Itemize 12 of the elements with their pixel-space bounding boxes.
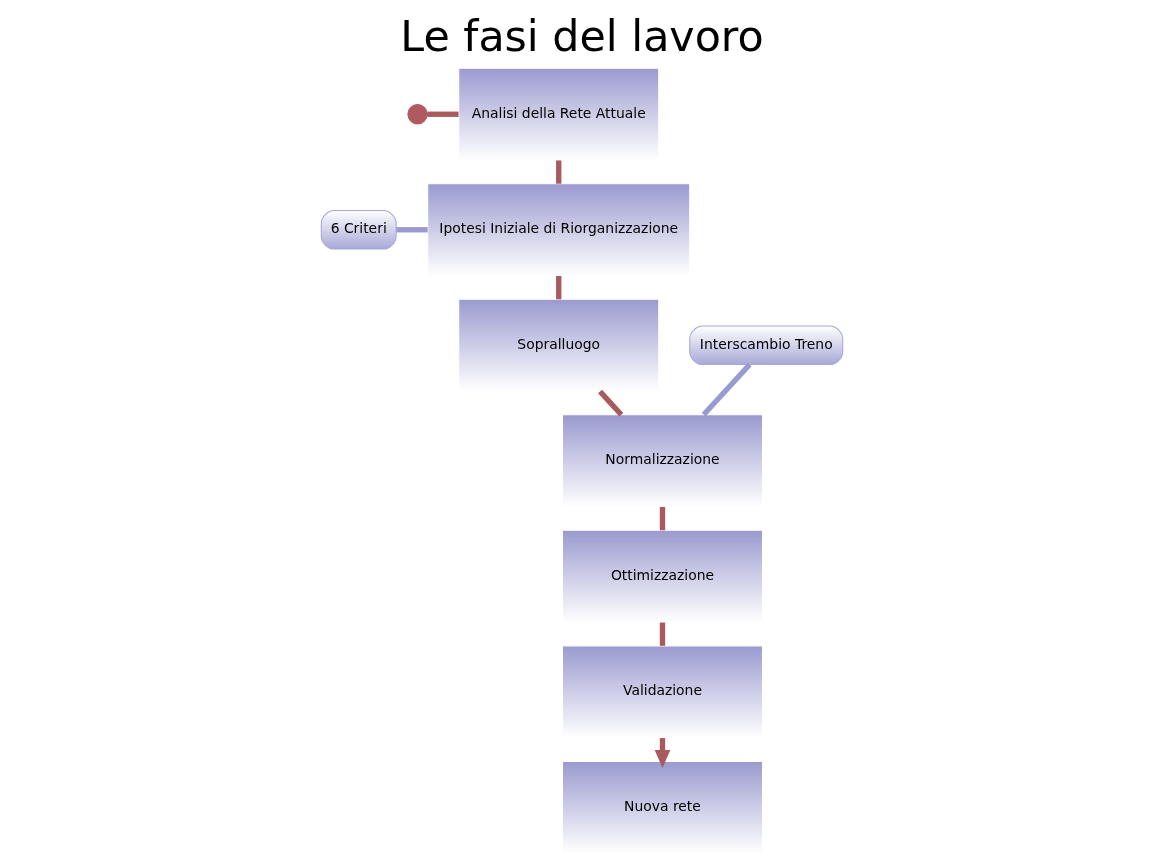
node-circle <box>406 104 428 125</box>
connector <box>701 362 752 417</box>
connector <box>555 160 561 184</box>
connector <box>555 276 561 300</box>
node-box: 6 Criteri <box>320 210 397 250</box>
connector <box>659 507 665 531</box>
connector <box>426 111 459 117</box>
connector <box>659 622 665 646</box>
node-box: Interscambio Treno <box>688 325 843 366</box>
connector <box>597 389 623 417</box>
diagram-title: Le fasi del lavoro <box>399 11 764 62</box>
connector <box>395 227 428 233</box>
